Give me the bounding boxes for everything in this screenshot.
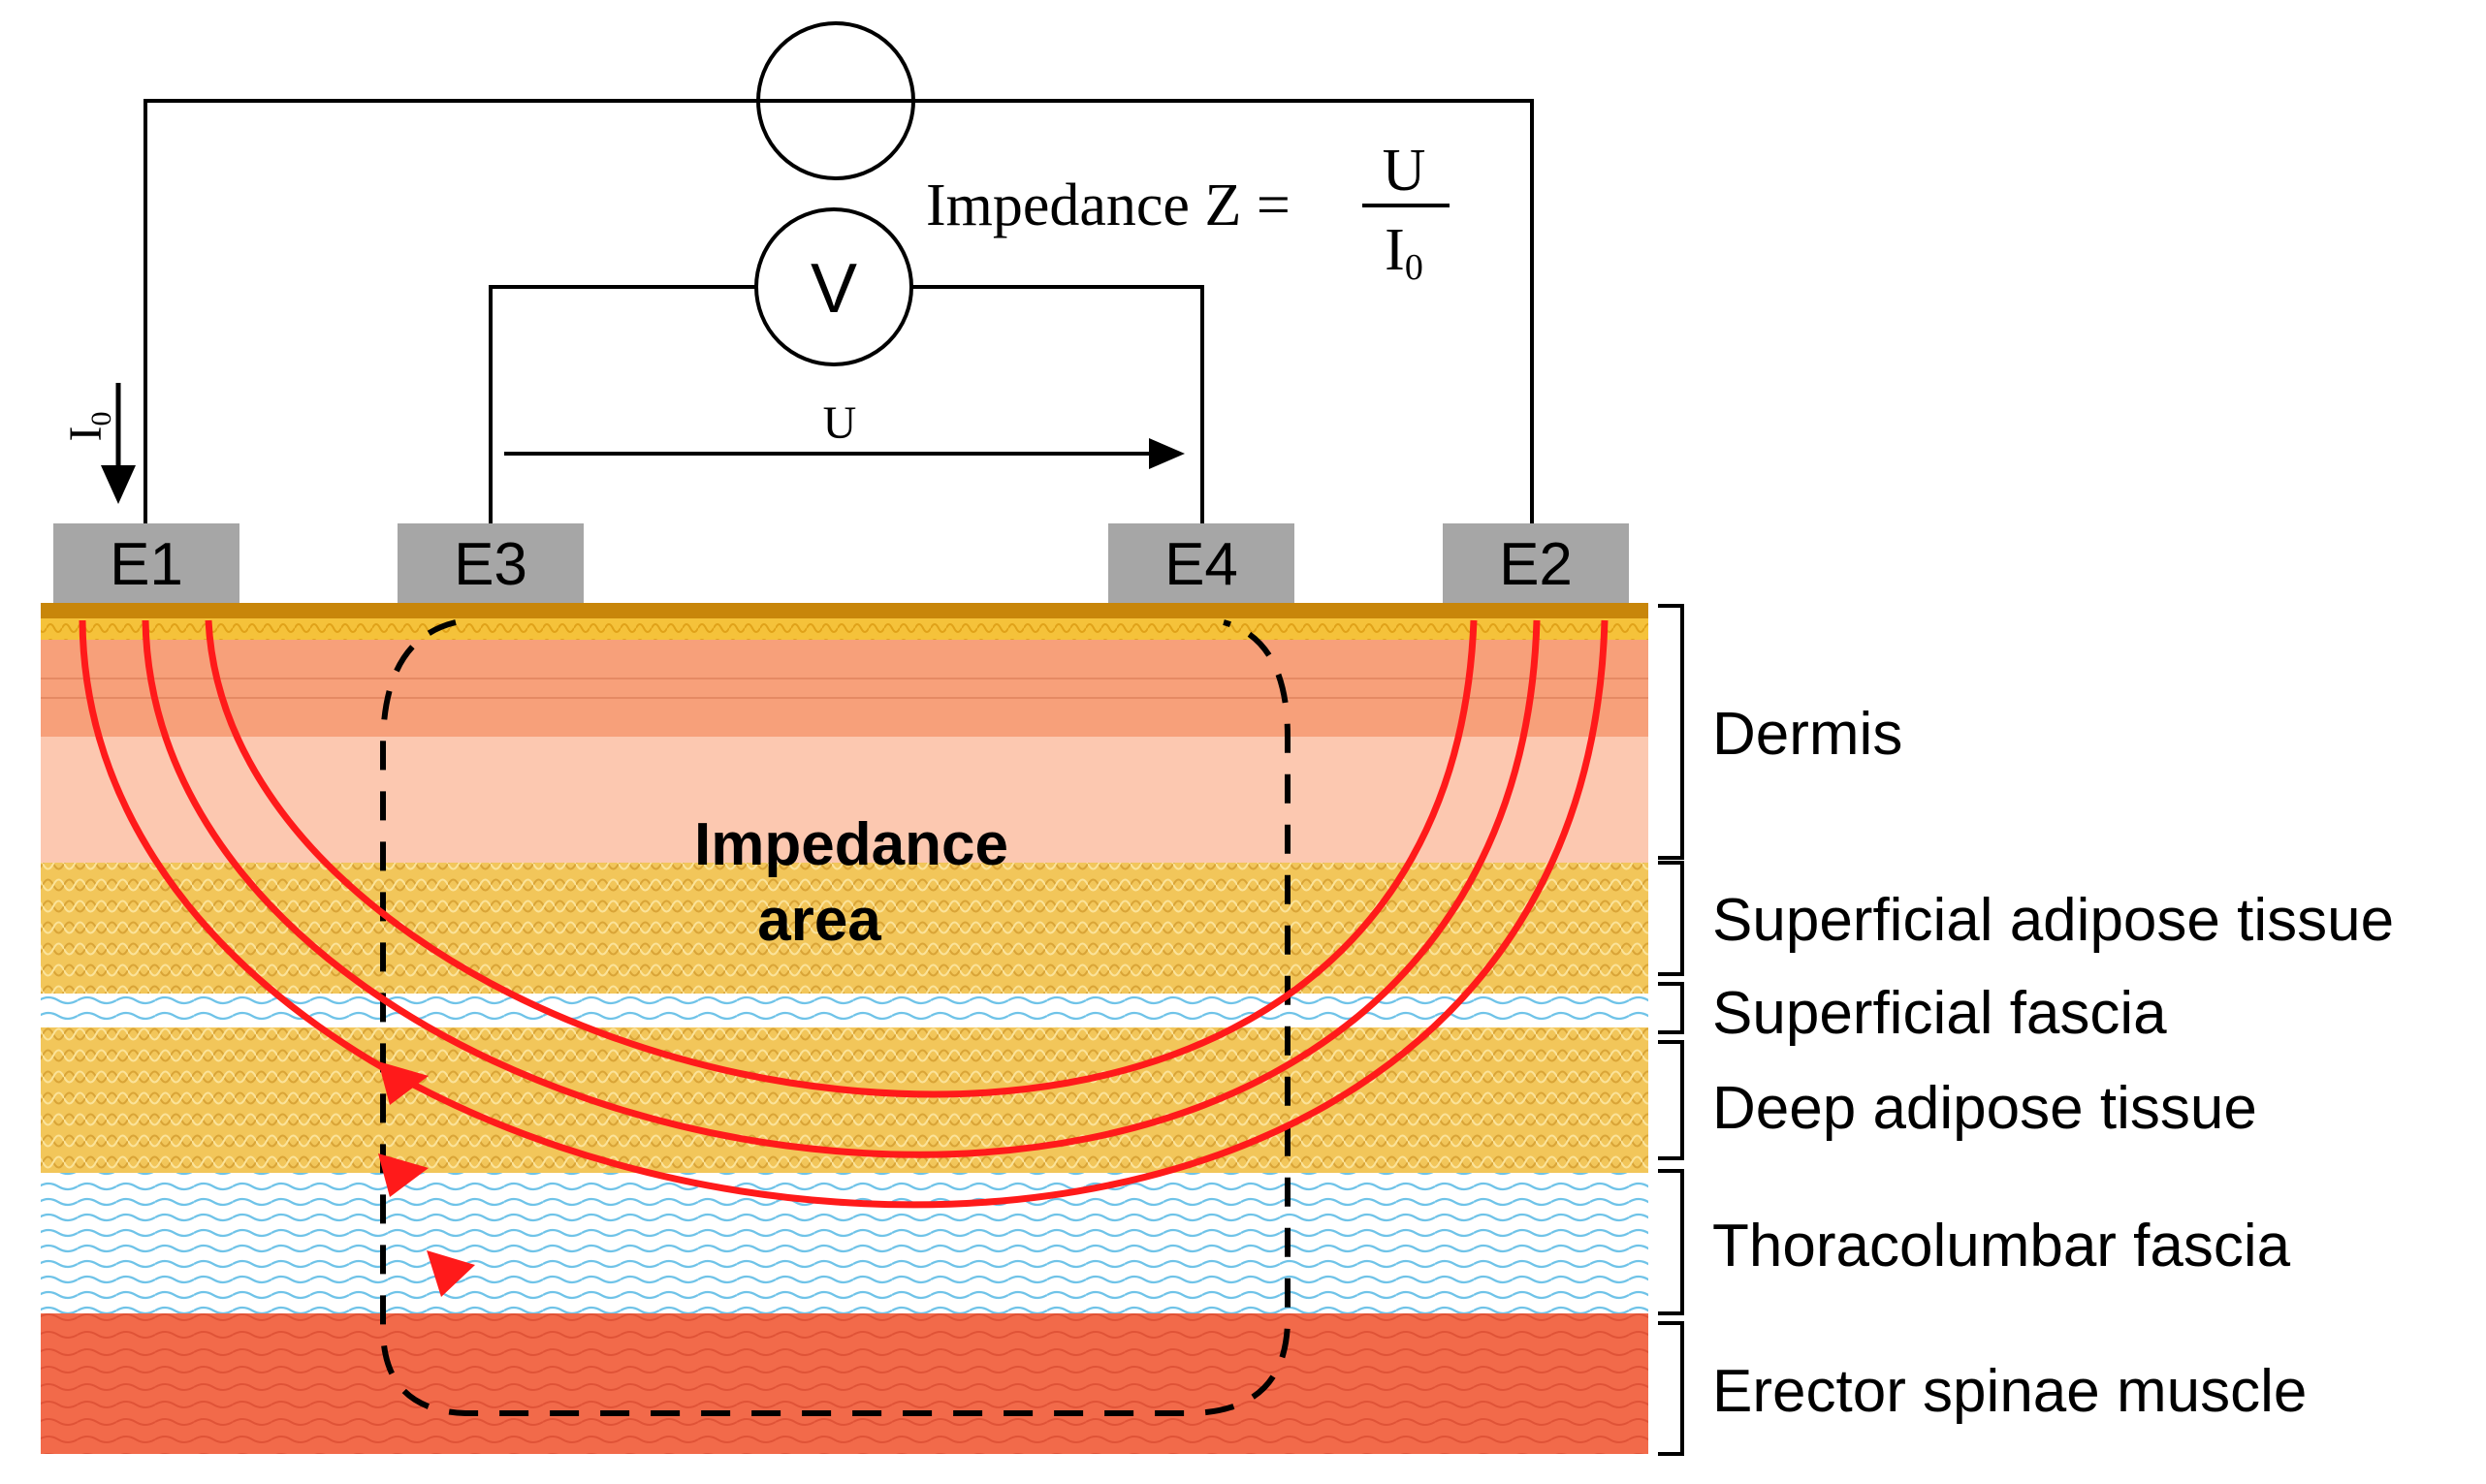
impedance-area-outline	[380, 619, 1291, 1416]
layer-label-erector-spinae: Erector spinae muscle	[1712, 1358, 2307, 1425]
superficial-adipose-layer	[41, 863, 1648, 994]
current-arrow-outer	[427, 1250, 475, 1297]
current-label: I0	[60, 412, 117, 442]
current-path-outer	[79, 619, 1609, 1209]
epidermis-layer	[41, 618, 1648, 640]
voltage-indicator: U	[504, 397, 1185, 469]
impedance-area-label-line2: area	[757, 887, 881, 954]
impedance-area-label-line1: Impedance	[694, 811, 1008, 878]
impedance-formula: Impedance Z = U I0	[926, 138, 1450, 288]
layer-label-superficial-fascia: Superficial fascia	[1712, 980, 2167, 1047]
voltmeter-symbol: V	[754, 207, 913, 366]
current-indicator: I0	[60, 383, 136, 504]
electrode-e2: E2	[1443, 523, 1629, 603]
svg-text:E4: E4	[1164, 531, 1238, 598]
current-path-middle	[142, 619, 1541, 1158]
svg-text:E2: E2	[1499, 531, 1573, 598]
thoracolumbar-fascia-layer	[41, 1173, 1648, 1313]
svg-text:E3: E3	[454, 531, 527, 598]
layer-label-deep-adipose: Deep adipose tissue	[1712, 1075, 2257, 1142]
layer-label-dermis: Dermis	[1712, 701, 1902, 768]
svg-text:E1: E1	[110, 531, 183, 598]
layer-brackets	[1658, 604, 1684, 1456]
current-source-symbol	[756, 21, 915, 180]
skin-surface	[41, 603, 1648, 618]
layer-label-superficial-adipose: Superficial adipose tissue	[1712, 887, 2394, 954]
layer-labels: Dermis Superficial adipose tissue Superf…	[1712, 701, 2394, 1425]
current-paths	[79, 619, 1609, 1209]
current-path-inner	[205, 619, 1478, 1098]
tissue-layers	[41, 603, 1648, 1454]
electrode-e4: E4	[1108, 523, 1294, 603]
current-arrow-middle	[378, 1153, 429, 1197]
formula-denominator: I0	[1385, 217, 1423, 288]
erector-spinae-layer	[41, 1313, 1648, 1454]
formula-numerator: U	[1383, 138, 1426, 204]
formula-prefix: Impedance Z =	[926, 173, 1291, 238]
current-arrowheads	[378, 1061, 475, 1297]
dermis-upper-layer	[41, 640, 1648, 737]
current-arrow-inner	[378, 1061, 429, 1105]
electrode-e1: E1	[53, 523, 239, 603]
layer-label-thoracolumbar-fascia: Thoracolumbar fascia	[1712, 1213, 2291, 1279]
voltage-label: U	[823, 397, 857, 449]
voltmeter-label: V	[811, 250, 857, 328]
electrode-e3: E3	[398, 523, 584, 603]
electrodes: E1 E3 E4 E2	[53, 523, 1629, 603]
